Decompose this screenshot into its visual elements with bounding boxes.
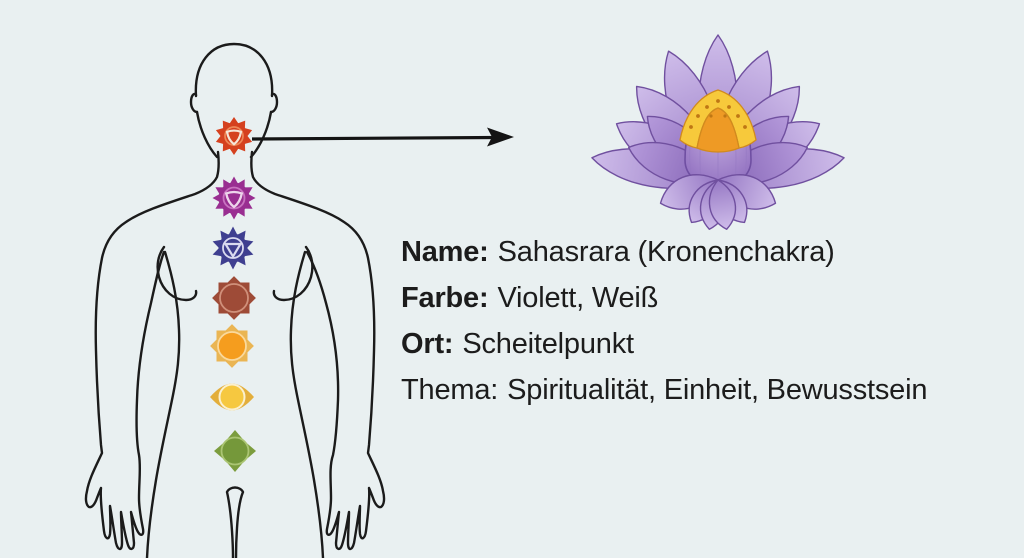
- lotus-pod-orange: [696, 107, 740, 153]
- chakra-symbol-4: [212, 276, 256, 320]
- chakra-4-disc: [219, 283, 249, 313]
- right-neck-shoulder-arm-hand: [250, 150, 386, 551]
- lotus-flower-icon: [591, 34, 845, 230]
- chakra-7-disc: [220, 436, 250, 466]
- arrow-shaft: [251, 135, 497, 141]
- info-label-ort: Ort:: [401, 328, 454, 360]
- info-value-farbe: Violett, Weiß: [497, 282, 659, 314]
- info-label-name: Name:: [401, 236, 489, 268]
- chakra-2-ring: [222, 186, 246, 210]
- chakra-symbol-3: [212, 226, 254, 270]
- arrow-head: [487, 127, 514, 147]
- left-torso-side: [145, 250, 181, 558]
- chakra-5-disc: [217, 331, 247, 361]
- info-value-name: Sahasrara (Kronenchakra): [497, 236, 835, 268]
- left-chest-line: [156, 245, 198, 302]
- left-neck-shoulder-arm-hand: [84, 150, 220, 551]
- chakra-3-triangle: [223, 242, 243, 259]
- chakra-symbol-6: [210, 383, 254, 411]
- pointer-arrow: [251, 127, 514, 147]
- right-torso-side: [289, 250, 325, 558]
- left-jaw: [195, 110, 219, 159]
- crotch-lines: [225, 486, 245, 558]
- chakra-symbol-5: [210, 324, 254, 368]
- right-ear: [269, 92, 279, 114]
- info-value-ort: Scheitelpunkt: [462, 328, 634, 360]
- chakra-6-disc: [218, 383, 246, 411]
- info-value-thema: Spiritualität, Einheit, Bewusstsein: [507, 374, 928, 406]
- chakra-symbol-1: [215, 117, 253, 155]
- head-outline: [194, 42, 274, 98]
- info-label-thema: Thema:: [401, 374, 499, 406]
- right-chest-line: [272, 245, 314, 302]
- chakra-symbol-7: [214, 430, 256, 472]
- right-jaw: [249, 110, 273, 159]
- human-body-outline: [84, 42, 386, 558]
- info-label-farbe: Farbe:: [401, 282, 489, 314]
- chakra-symbol-2: [212, 176, 256, 220]
- info-line-ort: Ort:Scheitelpunkt: [401, 328, 927, 361]
- lotus-pod-dots: [689, 99, 747, 129]
- info-line-farbe: Farbe:Violett, Weiß: [401, 282, 927, 315]
- info-line-thema: Thema:Spiritualität, Einheit, Bewusstsei…: [401, 374, 927, 407]
- chakra-1-triangle: [225, 129, 243, 146]
- left-ear: [189, 92, 199, 114]
- info-line-name: Name:Sahasrara (Kronenchakra): [401, 236, 927, 269]
- chakra-2-triangle: [224, 190, 244, 209]
- chakra-info-block: Name:Sahasrara (Kronenchakra) Farbe:Viol…: [401, 236, 927, 420]
